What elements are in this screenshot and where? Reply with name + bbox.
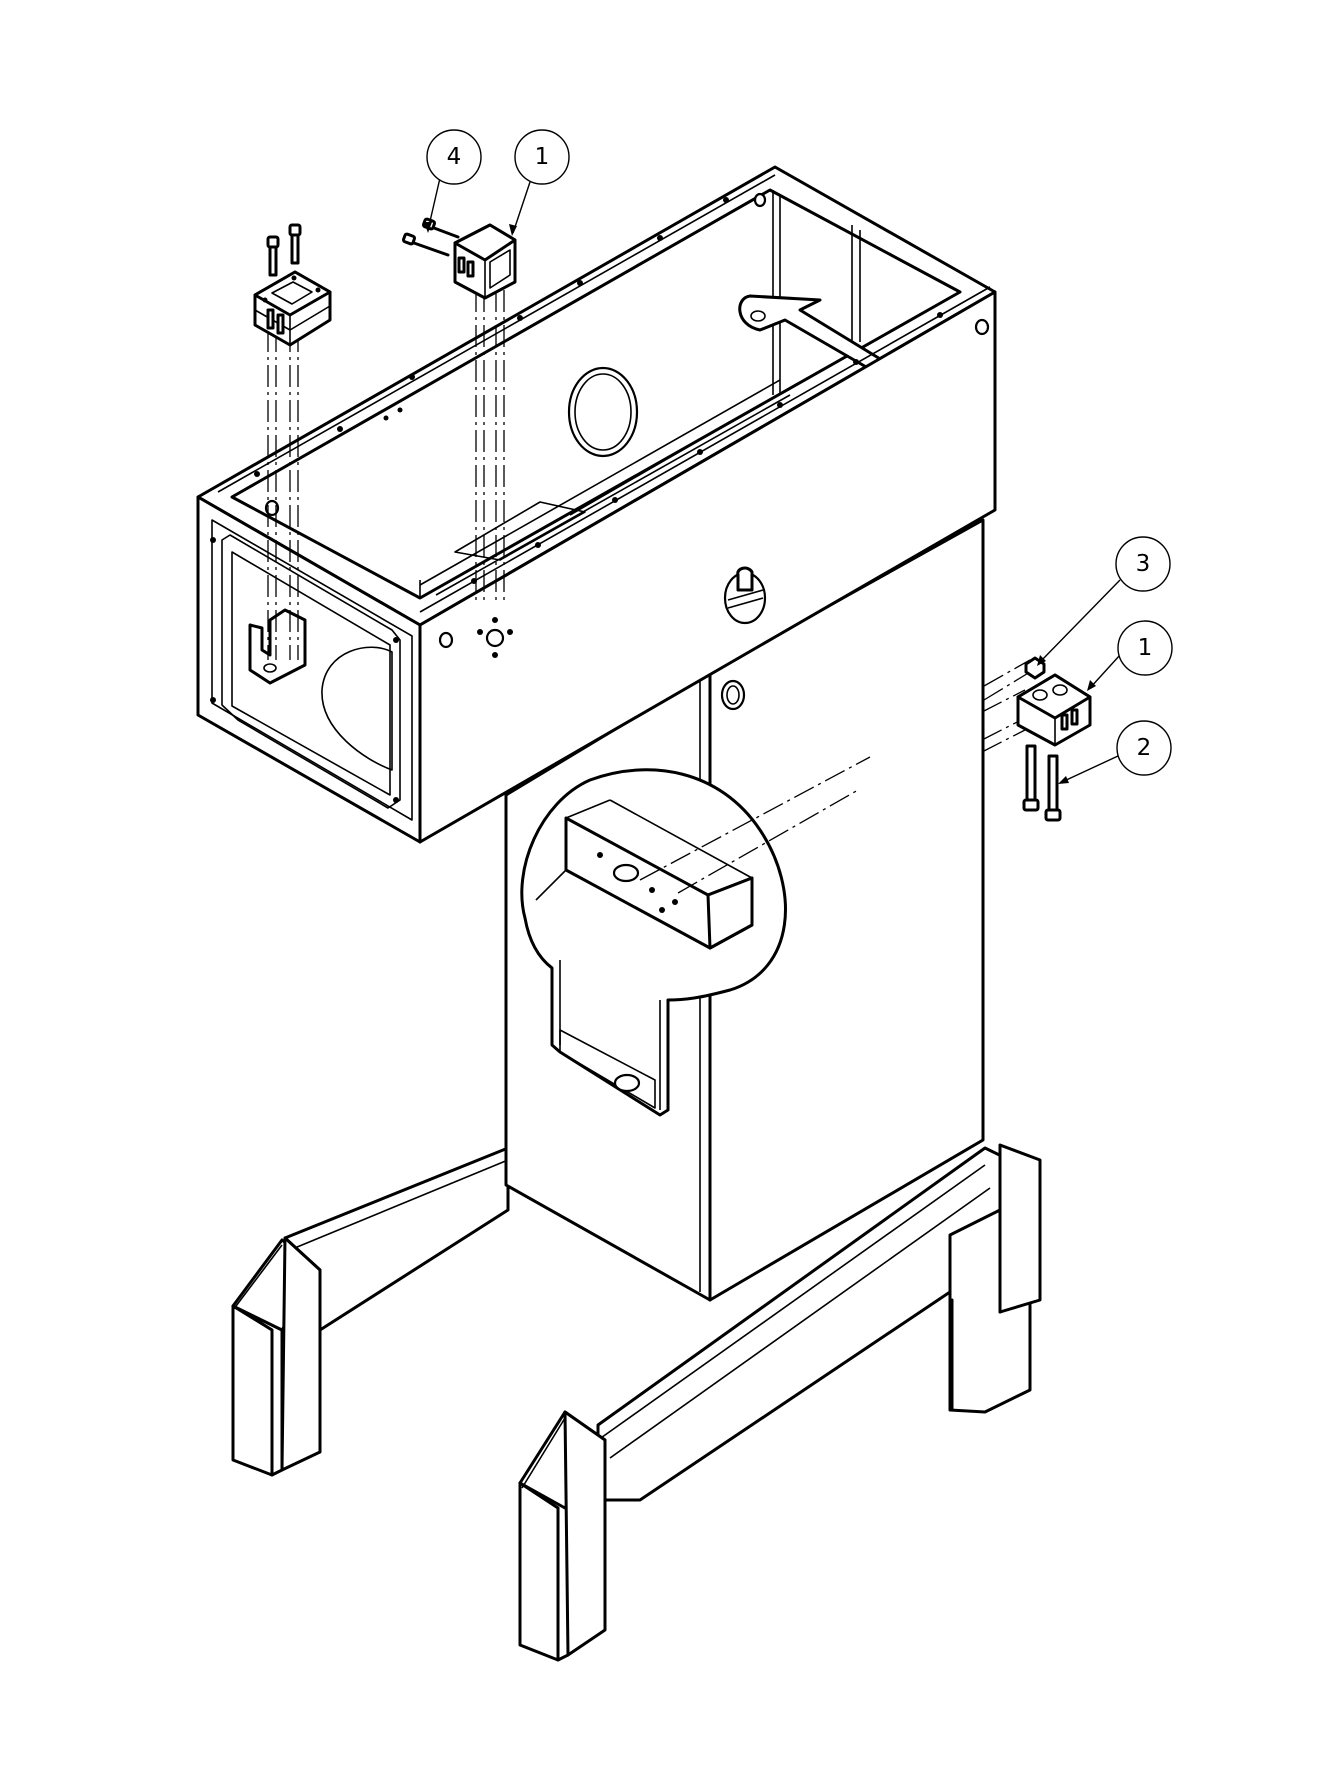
- balloon-4-label: 4: [447, 144, 462, 170]
- screw-left-a: [266, 235, 280, 277]
- balloon-3-label: 3: [1136, 551, 1151, 577]
- clamp-block-left: [253, 223, 332, 347]
- balloon-1-right-label: 1: [1138, 635, 1153, 661]
- balloon-4: 4: [424, 129, 482, 233]
- clamp-block-top: [401, 217, 517, 300]
- screw-left-b: [288, 223, 302, 265]
- balloon-1-right: 1: [1087, 620, 1173, 691]
- left-leg: [231, 1236, 322, 1477]
- bolt-right-b: [1044, 754, 1062, 822]
- front-leg: [518, 1410, 607, 1662]
- balloon-2: 2: [1058, 720, 1172, 784]
- detail-cutaway: [520, 768, 787, 1117]
- rear-right-leg: [948, 1143, 1042, 1414]
- base-frame: [231, 1143, 1042, 1662]
- balloon-1-top-label: 1: [535, 144, 550, 170]
- bolt-right-a: [1022, 744, 1040, 812]
- balloon-1-top: 1: [509, 129, 570, 236]
- balloon-2-label: 2: [1137, 735, 1152, 761]
- assembly-center-lines: [267, 290, 1031, 894]
- balloon-3: 3: [1037, 536, 1171, 666]
- upper-housing: [196, 165, 997, 844]
- clamp-block-right: [1016, 656, 1092, 822]
- screw-top-a: [401, 232, 450, 257]
